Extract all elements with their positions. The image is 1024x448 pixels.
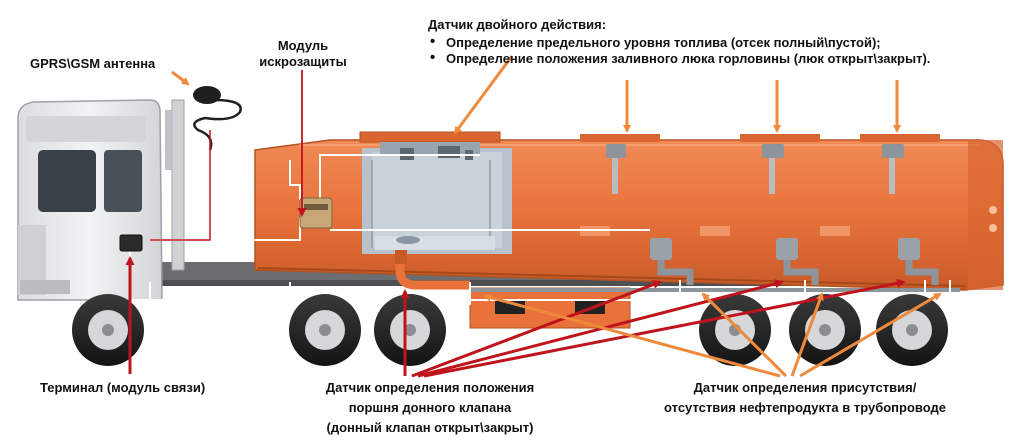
arrow-presence-2 bbox=[701, 292, 788, 378]
dual-sensor-bullet-1: Определение предельного уровня топлива (… bbox=[428, 34, 930, 51]
level-sensor-1 bbox=[606, 144, 626, 194]
dual-sensor-title: Датчик двойного действия: bbox=[428, 17, 607, 32]
terminal-device bbox=[119, 234, 143, 252]
piston-label-line2: поршня донного клапана bbox=[348, 400, 512, 415]
presence-sensor-label: Датчик определения присутствия/ отсутств… bbox=[640, 380, 970, 416]
arrow-antenna bbox=[171, 70, 190, 86]
presence-label-line2: отсутствия нефтепродукта в трубопроводе bbox=[664, 400, 946, 415]
presence-arrows bbox=[483, 292, 942, 378]
antenna bbox=[193, 86, 242, 151]
bottom-valve-pipe bbox=[395, 250, 470, 290]
pipeline-valve-1 bbox=[650, 238, 694, 285]
piston-sensor-label: Датчик определения положения поршня донн… bbox=[300, 380, 560, 436]
level-sensors bbox=[606, 144, 904, 194]
barrier-module bbox=[299, 197, 333, 229]
barrier-label-line1: Модуль bbox=[277, 38, 329, 53]
arrow-presence-3 bbox=[790, 292, 824, 377]
terminal-antenna-cable bbox=[150, 130, 211, 241]
piston-label-line1: Датчик определения положения bbox=[325, 380, 535, 395]
barrier-module-label: Модуль искрозащиты bbox=[258, 38, 348, 70]
wheel-trailer-1 bbox=[699, 294, 771, 366]
arrow-piston-2 bbox=[411, 280, 662, 378]
wheel-trailer-2 bbox=[789, 294, 861, 366]
antenna-label: GPRS\GSM антенна bbox=[30, 56, 156, 71]
pipeline-valves bbox=[470, 238, 960, 292]
wheel-trailer-3 bbox=[876, 294, 948, 366]
piston-label-line3: (донный клапан открыт\закрыт) bbox=[326, 420, 534, 435]
frame-wiring-drops bbox=[149, 282, 471, 305]
level-sensor-3 bbox=[882, 144, 904, 194]
red-arrows bbox=[125, 70, 906, 378]
tank-cutaway bbox=[362, 142, 512, 254]
wheel-front bbox=[72, 294, 144, 366]
barrier-label-line2: искрозащиты bbox=[259, 54, 347, 69]
truck-cab bbox=[17, 99, 185, 301]
arrow-piston-4 bbox=[423, 278, 906, 378]
pipeline-valve-3 bbox=[898, 238, 939, 285]
arrow-presence-4 bbox=[799, 292, 942, 378]
level-sensor-2 bbox=[762, 144, 784, 194]
dual-sensor-bullet-2: Определение положения заливного люка гор… bbox=[428, 50, 930, 67]
dual-sensor-label: Датчик двойного действия: Определение пр… bbox=[428, 17, 930, 67]
presence-label-line1: Датчик определения присутствия/ bbox=[693, 380, 917, 395]
arrow-piston-3 bbox=[417, 279, 784, 378]
pipeline-valve-2 bbox=[776, 238, 819, 285]
dual-sensor-bullets: Определение предельного уровня топлива (… bbox=[428, 34, 930, 67]
wheel-drive-1 bbox=[289, 294, 361, 366]
wheel-drive-2 bbox=[374, 294, 446, 366]
orange-arrows bbox=[171, 55, 901, 135]
arrow-presence-1 bbox=[483, 293, 781, 378]
terminal-label: Терминал (модуль связи) bbox=[40, 380, 206, 395]
arrow-dual-hatch bbox=[453, 55, 514, 135]
